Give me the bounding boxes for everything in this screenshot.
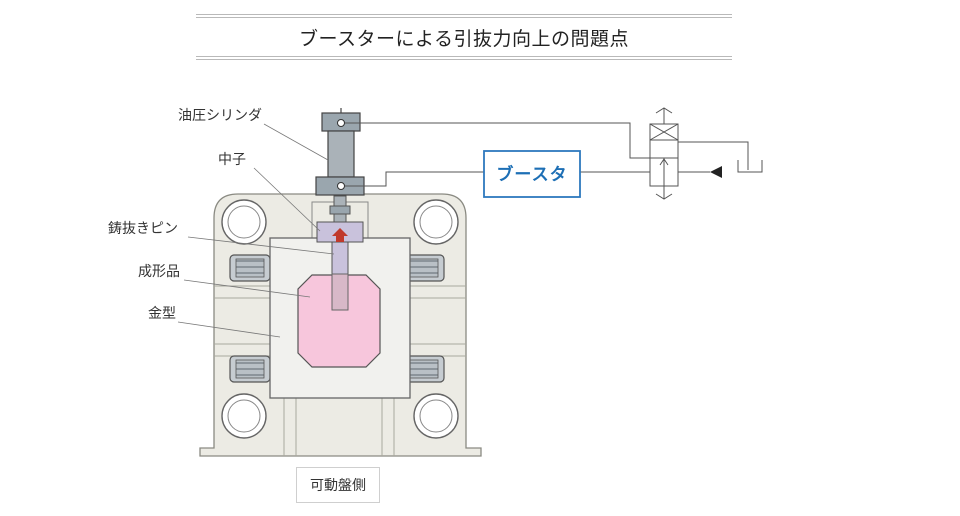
title-rule-bottom-1 [196, 56, 732, 57]
pin-in-product [331, 273, 349, 311]
pump-arrow [710, 166, 722, 178]
booster-box [483, 150, 581, 198]
label-pin: 鋳抜きピン [108, 220, 178, 237]
label-mold: 金型 [148, 306, 176, 322]
title-rule-top-1 [196, 14, 732, 15]
tie-bar-top-left [221, 199, 267, 245]
hydraulic-cylinder [315, 108, 365, 196]
hydraulic-line-bottom [345, 171, 484, 187]
booster-label: ブースタ [496, 164, 567, 185]
leader-mold [177, 321, 281, 338]
title-rule-top-2 [196, 17, 732, 18]
clamp-bottom-right [403, 355, 445, 383]
hydraulic-line-top [345, 122, 650, 159]
leader-cylinder [263, 123, 329, 161]
tank-symbol [737, 160, 763, 173]
pull-arrow [332, 228, 348, 242]
clamp-bottom-left [229, 355, 271, 383]
diagram-title: ブースターによる引抜力向上の問題点 [299, 27, 629, 50]
tie-bar-bottom-left [221, 393, 267, 439]
tie-bar-bottom-right [413, 393, 459, 439]
label-product: 成形品 [138, 264, 180, 280]
return-line [678, 141, 749, 170]
leader-product [183, 279, 311, 298]
tie-bar-top-right [413, 199, 459, 245]
casting-pin [331, 241, 349, 275]
clamp-top-left [229, 254, 271, 282]
molded-product [297, 274, 381, 368]
title-bar: ブースターによる引抜力向上の問題点 [196, 14, 732, 60]
label-cylinder: 油圧シリンダ [178, 108, 262, 124]
movable-platen-side-label: 可動盤側 [296, 467, 380, 503]
label-core: 中子 [218, 152, 246, 168]
title-rule-bottom-2 [196, 59, 732, 60]
rod-nut [329, 205, 351, 215]
directional-valve [649, 107, 679, 200]
leader-pin [187, 236, 335, 255]
leader-core [253, 167, 321, 232]
